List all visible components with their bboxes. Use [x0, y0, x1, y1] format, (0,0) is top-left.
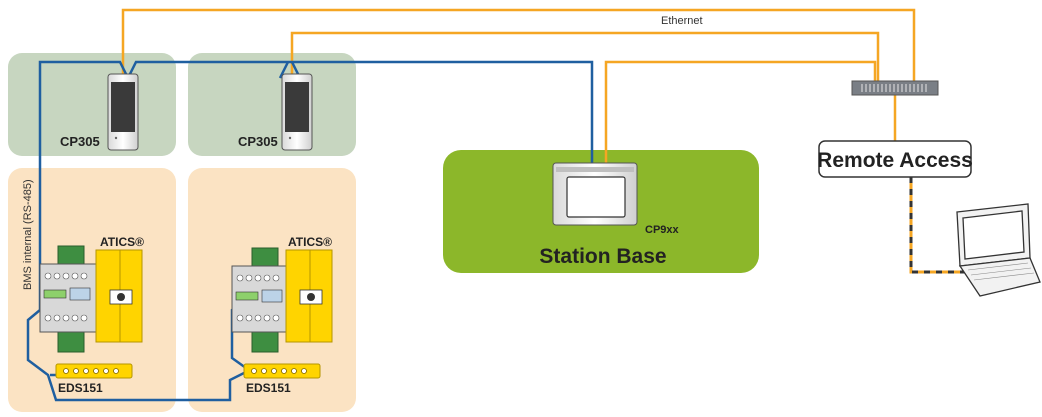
- ethernet-cables: [121, 8, 916, 163]
- atics-device-icon: [231, 247, 333, 353]
- remote-access-label: Remote Access: [817, 149, 973, 172]
- touch-panel-icon: [281, 73, 313, 151]
- ethernet-cable-cp305-right: [290, 31, 880, 83]
- bms-internal-label: BMS internal (RS-485): [22, 179, 34, 290]
- cp9xx-label: CP9xx: [645, 224, 680, 236]
- station-base-label: Station Base: [539, 245, 666, 268]
- ethernet-cable-cp305-left: [121, 8, 916, 83]
- cp9xx-device: [552, 162, 638, 226]
- cp305-panel-right: [188, 53, 356, 156]
- remote-access-box: [818, 140, 972, 178]
- cp305-label-right: CP305: [238, 134, 278, 149]
- cp305-label-left: CP305: [60, 134, 100, 149]
- bms-cable-top: [126, 60, 594, 163]
- eds151-label-right: EDS151: [246, 381, 291, 395]
- ethernet-cable-cp9xx: [604, 60, 877, 163]
- remote-laptop-cable: [909, 177, 966, 274]
- laptop-icon: [956, 203, 1041, 297]
- eds151-label-left: EDS151: [58, 381, 103, 395]
- bms-cables: [26, 60, 594, 402]
- atics-label-right: ATICS®: [288, 235, 332, 249]
- eds151-bus-icon: [55, 363, 133, 379]
- atics-label-left: ATICS®: [100, 235, 144, 249]
- switch-icon: [851, 80, 939, 96]
- touch-panel-icon: [107, 73, 139, 151]
- ethernet-label: Ethernet: [661, 15, 703, 27]
- atics-device-icon: [39, 245, 143, 353]
- eds151-bus-icon: [243, 363, 321, 379]
